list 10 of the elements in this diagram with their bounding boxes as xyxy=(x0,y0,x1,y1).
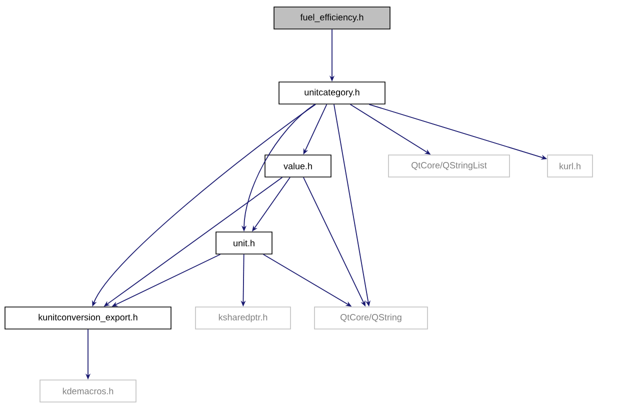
file-box: value.h xyxy=(264,154,332,178)
file-box: QtCore/QStringList xyxy=(388,154,510,178)
file-box: kdemacros.h xyxy=(40,380,136,402)
file-box: QtCore/QString xyxy=(314,306,428,330)
file-box: kunitconversion_export.h xyxy=(4,306,172,330)
file-box: kurl.h xyxy=(547,154,593,178)
file-box: fuel_efficiency.h xyxy=(274,6,390,30)
file-box: ksharedptr.h xyxy=(195,306,291,330)
file-box: unit.h xyxy=(216,232,272,254)
file-box: unitcategory.h xyxy=(278,82,386,104)
